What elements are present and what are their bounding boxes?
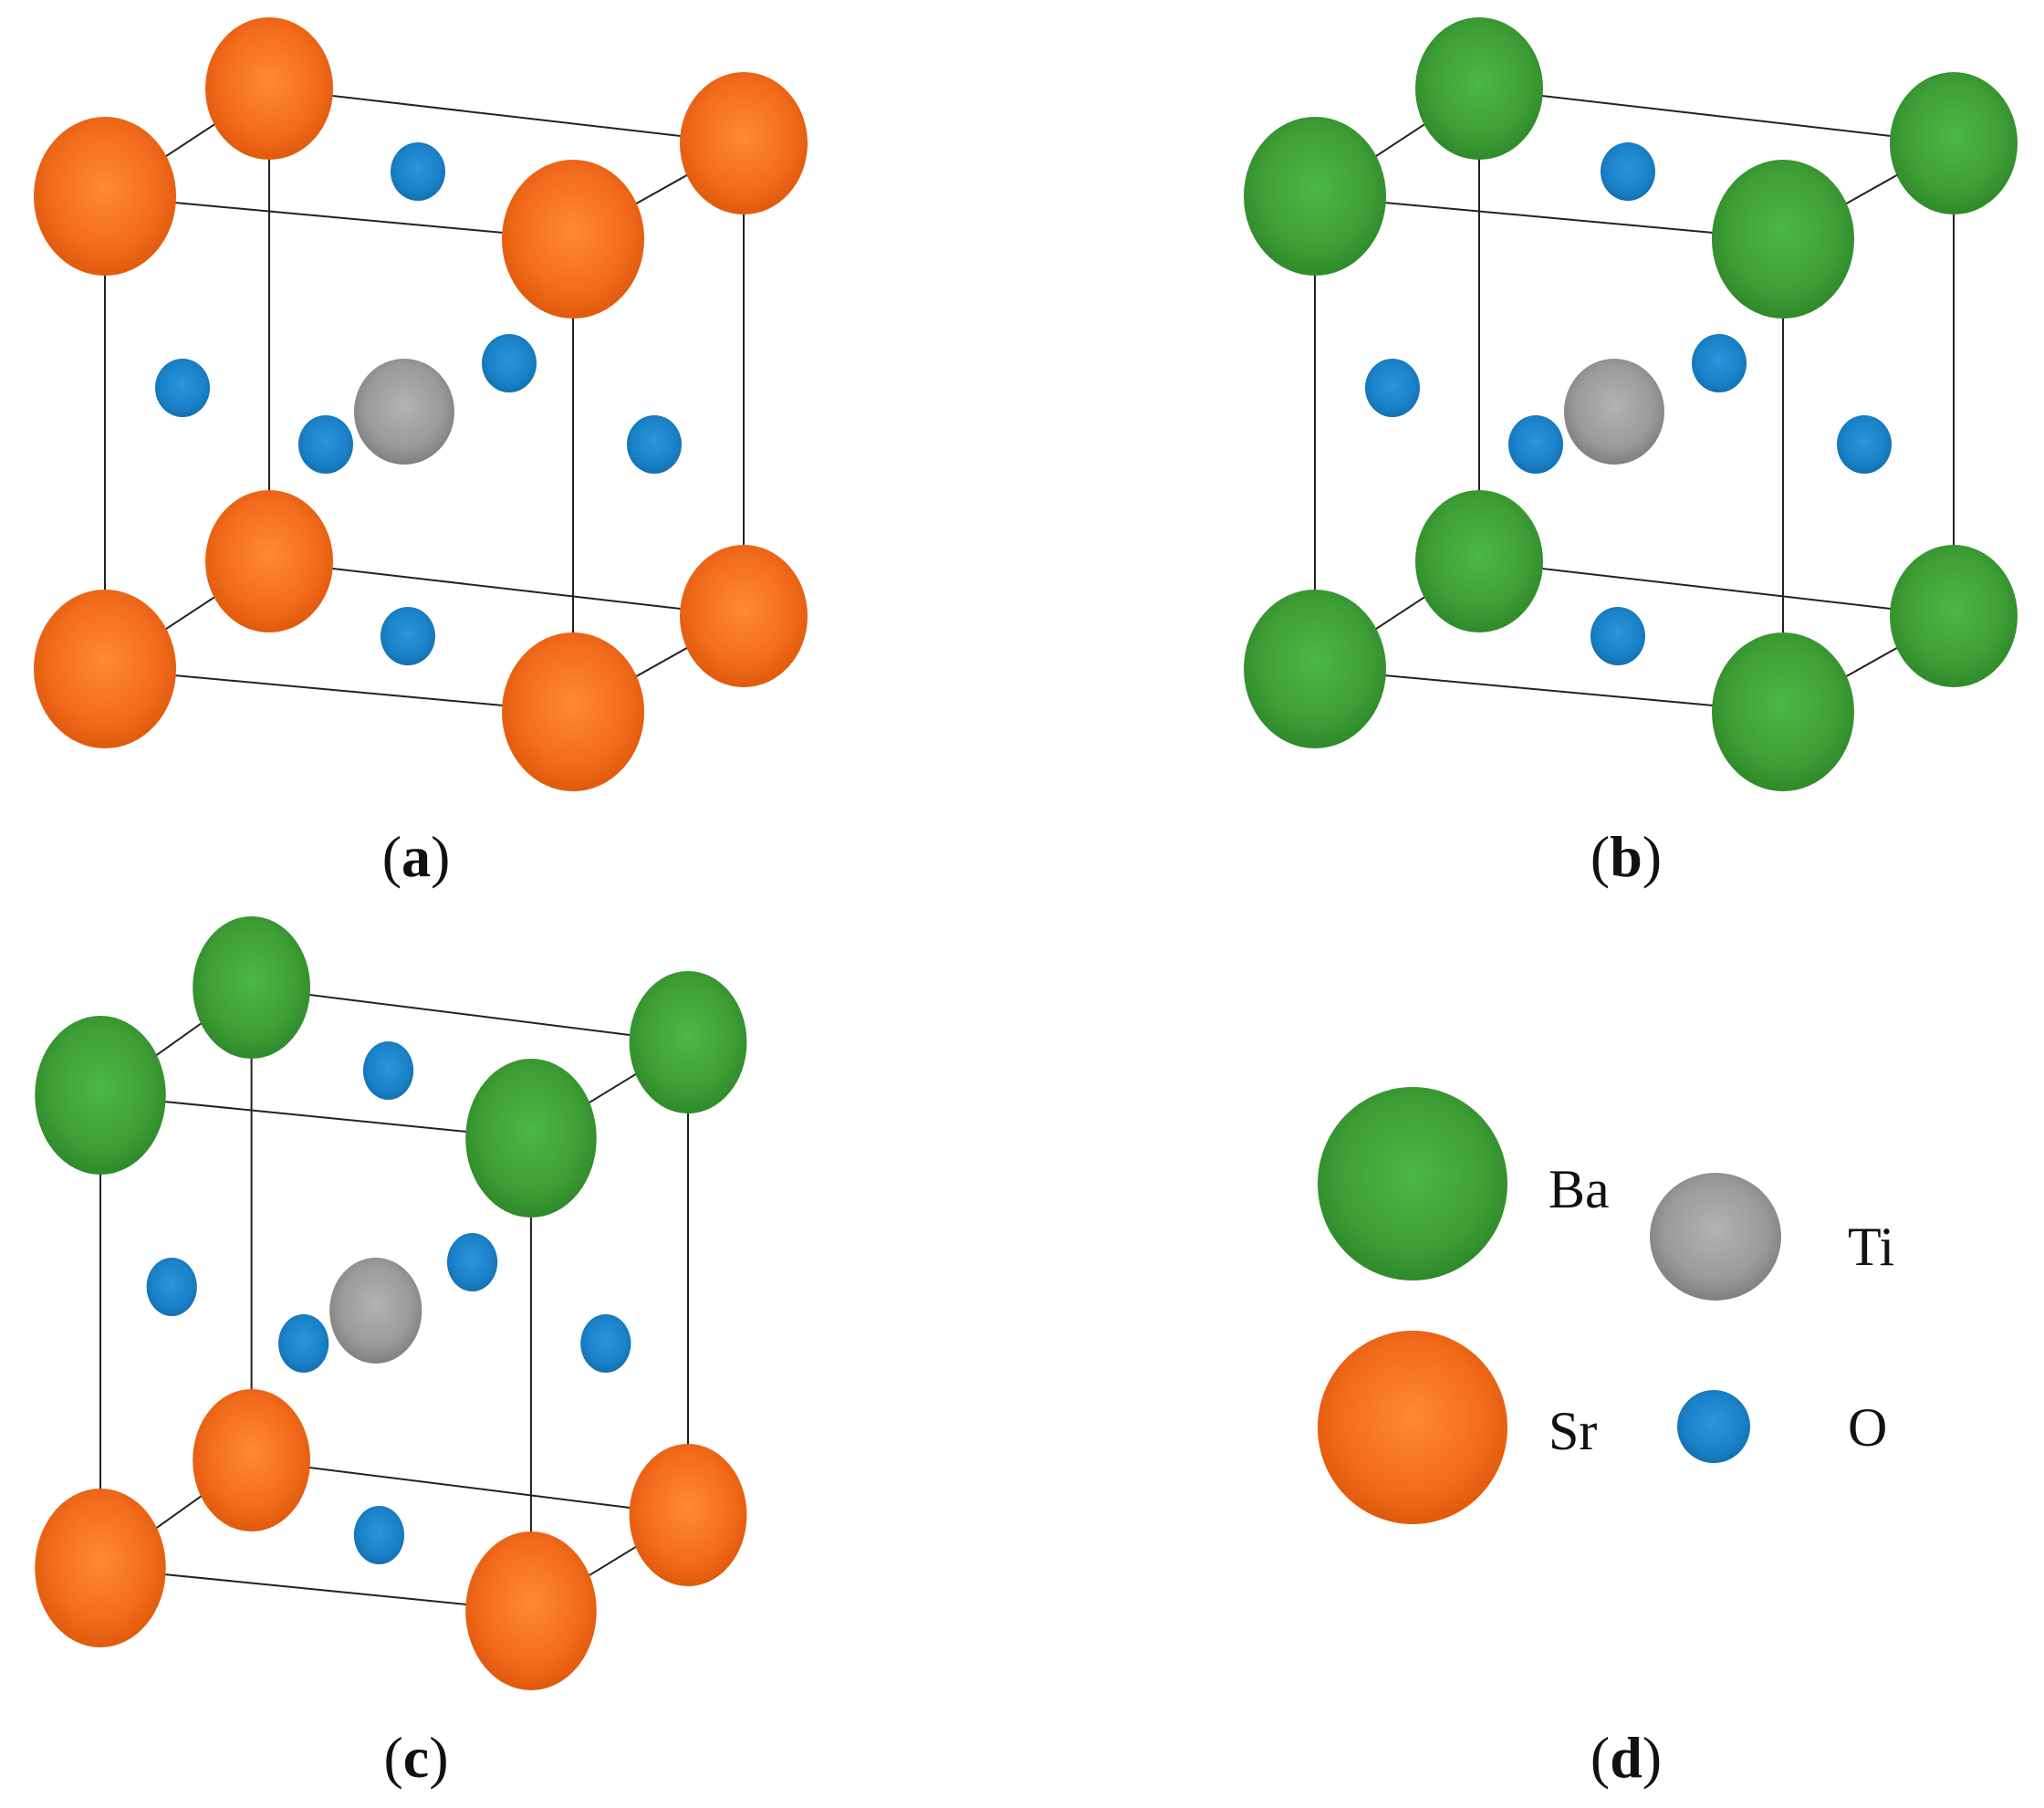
sr-atom [205, 490, 333, 632]
o-atom [580, 1314, 631, 1373]
cell-edge [268, 88, 745, 144]
cell-edge [251, 987, 689, 1043]
o-atom [446, 1233, 498, 1291]
unit-cell-panel-c [35, 916, 747, 1690]
ba-atom [1244, 590, 1386, 748]
panel-label-d: (d) [1590, 1725, 1662, 1790]
legend-sr-label: Sr [1549, 1401, 1597, 1461]
ba-atom [1415, 490, 1543, 632]
sr-atom [35, 1489, 166, 1647]
legend-ba-swatch [1318, 1087, 1507, 1280]
ti-atom [354, 359, 454, 465]
ba-atom [629, 971, 747, 1113]
ba-atom [1890, 545, 2018, 687]
panel-label-c: (c) [383, 1725, 448, 1790]
ba-atom [35, 1016, 166, 1175]
panel-label-b: (b) [1590, 824, 1662, 889]
cell-edge [268, 560, 745, 617]
o-atom [362, 1041, 414, 1100]
sr-atom [205, 17, 333, 160]
sr-atom [465, 1531, 597, 1690]
o-atom [278, 1314, 329, 1373]
ba-atom [193, 916, 310, 1059]
sr-atom [34, 590, 176, 748]
sr-atom [502, 632, 644, 791]
o-atom [1601, 142, 1655, 201]
cell-edge [251, 1459, 689, 1516]
sr-atom [680, 545, 808, 687]
sr-atom [680, 72, 808, 214]
ti-atom [1564, 359, 1664, 465]
legend-ti-label: Ti [1848, 1217, 1894, 1277]
o-atom [1590, 607, 1645, 665]
ti-atom [329, 1258, 422, 1364]
ba-atom [465, 1059, 597, 1218]
legend-o-label: O [1848, 1397, 1887, 1458]
sr-atom [193, 1389, 310, 1531]
o-atom [1365, 359, 1420, 417]
legend-ba-label: Ba [1549, 1159, 1610, 1219]
ba-atom [1415, 17, 1543, 160]
cell-edge [1478, 88, 1955, 144]
legend-o-swatch [1677, 1390, 1750, 1463]
cell-edge [1314, 195, 1784, 240]
ba-atom [1890, 72, 2018, 214]
ba-atom [1712, 632, 1854, 791]
o-atom [353, 1506, 405, 1564]
o-atom [391, 142, 445, 201]
ba-atom [1244, 117, 1386, 276]
legend-sr-swatch [1318, 1331, 1507, 1524]
cell-edge [99, 1094, 532, 1139]
cell-edge [1478, 560, 1955, 617]
o-atom [298, 415, 353, 474]
o-atom [146, 1258, 197, 1316]
cell-edge [1314, 668, 1784, 713]
cell-edge [99, 1567, 532, 1612]
sr-atom [502, 160, 644, 319]
ba-atom [1712, 160, 1854, 319]
o-atom [627, 415, 682, 474]
sr-atom [34, 117, 176, 276]
o-atom [381, 607, 435, 665]
o-atom [155, 359, 210, 417]
o-atom [1692, 334, 1747, 392]
cell-edge [104, 195, 574, 240]
sr-atom [629, 1444, 747, 1586]
unit-cell-panel-b [1244, 17, 2018, 791]
cell-edge [104, 668, 574, 713]
o-atom [1508, 415, 1563, 474]
legend-ti-swatch [1650, 1173, 1781, 1301]
o-atom [1837, 415, 1892, 474]
legend: Ba Ti Sr O [1318, 1087, 1894, 1524]
panel-label-a: (a) [382, 824, 451, 889]
o-atom [482, 334, 537, 392]
unit-cell-panel-a [34, 17, 808, 791]
